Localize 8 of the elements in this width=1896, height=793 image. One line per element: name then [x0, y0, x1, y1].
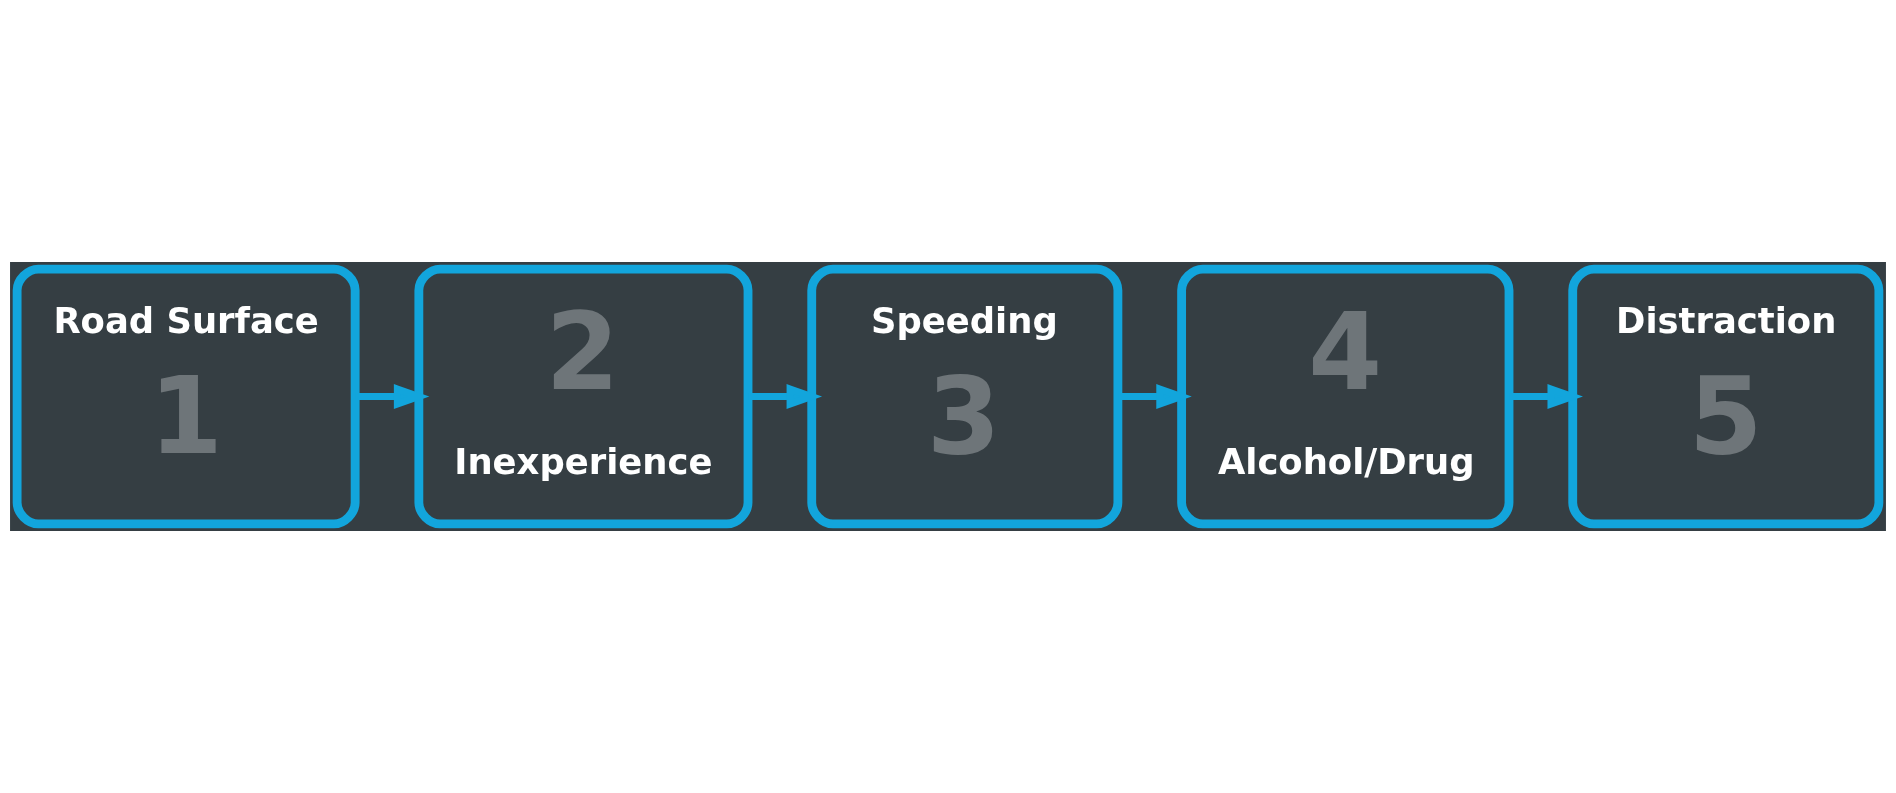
arrow	[1509, 384, 1583, 409]
arrow	[1118, 384, 1192, 409]
arrow	[748, 384, 823, 409]
node-box: Distraction 5	[1568, 264, 1884, 529]
node-box: Speeding 3	[807, 264, 1123, 529]
node-box: Road Surface 1	[12, 264, 360, 529]
node-box: 2 Inexperience	[414, 264, 753, 529]
node-box: 4 Alcohol/Drug	[1177, 264, 1514, 529]
